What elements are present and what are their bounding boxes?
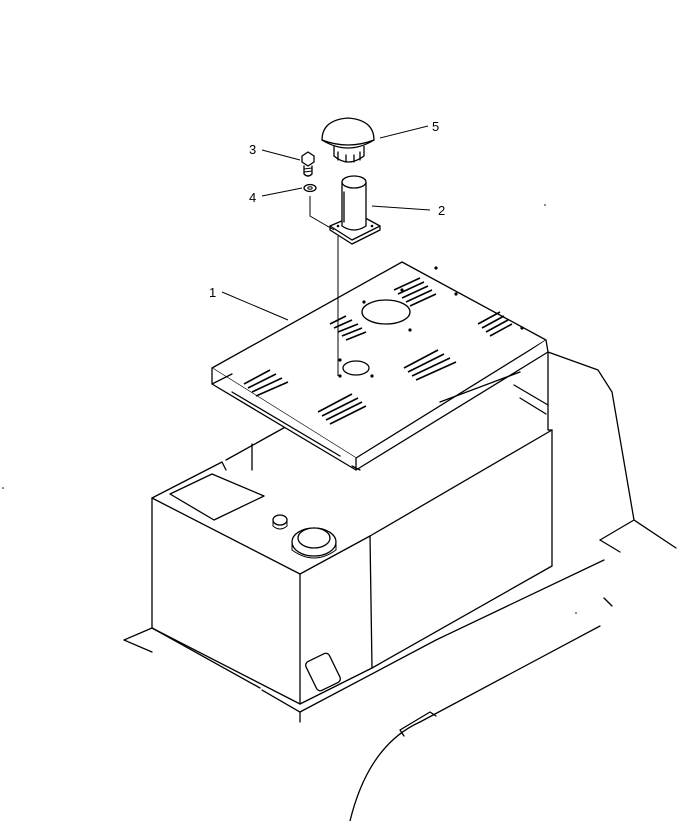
vent-louvers — [243, 277, 513, 425]
cover-plate — [211, 261, 549, 471]
callout-3: 3 — [249, 142, 256, 157]
leader-lines — [221, 125, 431, 321]
exhaust-pipe — [329, 175, 381, 245]
rain-cap — [321, 117, 375, 163]
callout-2: 2 — [438, 203, 445, 218]
washer — [303, 183, 317, 193]
bolt — [301, 151, 315, 177]
callout-4: 4 — [249, 190, 256, 205]
fuel-cap — [272, 514, 337, 559]
assembly-centerline — [309, 196, 339, 376]
machine-body — [123, 351, 677, 821]
callout-1: 1 — [209, 285, 216, 300]
callout-5: 5 — [432, 119, 439, 134]
